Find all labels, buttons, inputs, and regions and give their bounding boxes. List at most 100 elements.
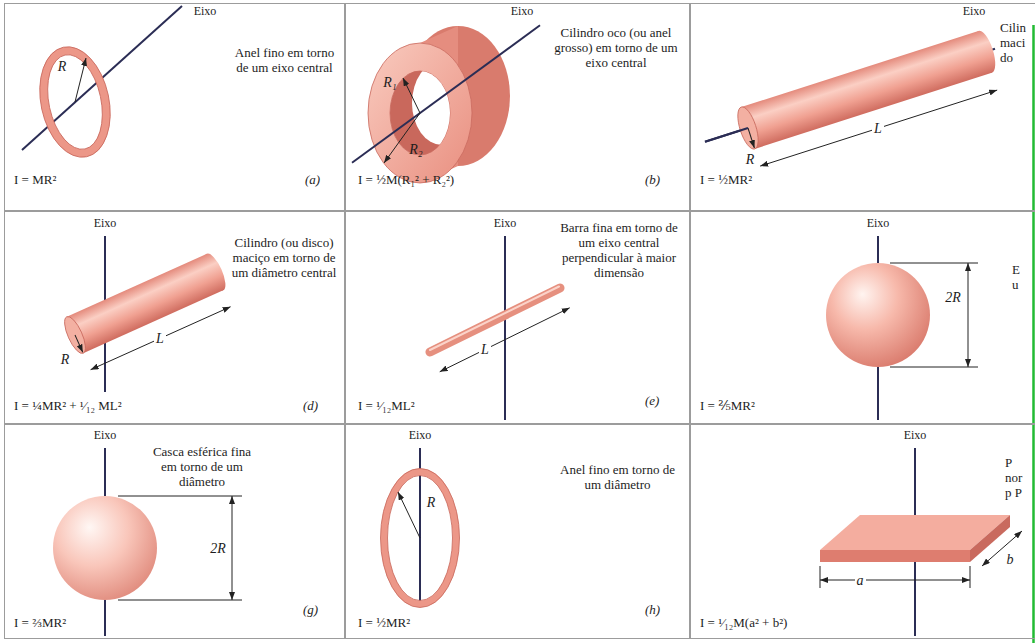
cut-description: P nor p P	[1005, 455, 1029, 500]
figure-letter: (g)	[303, 602, 318, 617]
figure-shape	[40, 50, 111, 155]
inertia-formula: I = ¹⁄₁₂M(a² + b²)	[700, 615, 787, 630]
figure-letter: (e)	[645, 393, 659, 408]
inertia-formula: I = ⅖MR²	[700, 398, 755, 413]
figure-shape	[748, 128, 754, 148]
dimension-label: R	[58, 59, 67, 74]
figure-letter: (b)	[645, 172, 660, 187]
figure-shape	[60, 314, 89, 356]
axis-label: Eixo	[94, 216, 117, 231]
dimension-label: L	[872, 121, 884, 136]
cut-description: Cilin maci do	[1000, 20, 1028, 65]
figure-shape	[820, 566, 821, 588]
dimension-label: b	[1007, 552, 1014, 567]
shape-description: Cilindro (ou disco) maciço em torno de u…	[228, 235, 340, 280]
figure-panel: Eixo E u I = ⅖MR²	[690, 211, 1035, 424]
figure-shape	[968, 263, 969, 367]
figure-shape	[67, 254, 223, 353]
dimension-label: a	[855, 573, 866, 588]
inertia-formula: I = MR²	[14, 172, 56, 187]
axis-label: Eixo	[511, 4, 534, 19]
figure-panel: EixoCilindro (ou disco) maciço em torno …	[4, 211, 345, 424]
dimension-label: 2R	[210, 541, 226, 556]
figure-shape	[388, 476, 453, 601]
thin-ring-figure	[22, 6, 182, 164]
figure-shape	[705, 128, 748, 142]
solid-sphere-figure	[826, 236, 978, 420]
axis-label: Eixo	[194, 4, 217, 19]
figure-panel: EixoAnel fino em torno de um diâmetroI =…	[345, 424, 690, 639]
figure-shape	[200, 251, 229, 293]
plate-figure	[820, 448, 1022, 636]
figure-shape	[53, 496, 157, 600]
figure-shape	[820, 580, 970, 581]
figure-shape	[384, 113, 420, 163]
shape-description: Anel fino em torno de um eixo central	[232, 45, 337, 75]
inertia-formula: I = ¹⁄₁₂ML²	[358, 398, 415, 413]
solid-cylinder-diameter-figure	[60, 236, 230, 392]
inertia-formula: I = ½MR²	[700, 172, 752, 187]
figure-shape	[430, 287, 559, 351]
inertia-formula: I = ½MR²	[358, 615, 410, 630]
figure-shape	[760, 90, 997, 166]
figure-shape	[826, 263, 930, 367]
figure-shape	[75, 58, 86, 102]
dimension-label: 2R	[945, 290, 961, 305]
dimension-label: R	[427, 495, 436, 510]
figure-panel: Eixo P nor p P I = ¹⁄₁₂M(a² + b²)	[690, 424, 1035, 639]
figure-shape	[890, 367, 978, 368]
figure-shape	[118, 600, 242, 601]
figure-panel: Eixo Barra fina em torno de um eixo centr…	[345, 211, 690, 424]
inertia-formula: I = ¼MR² + ¹⁄₁₂ ML²	[14, 398, 122, 413]
figure-letter: (a)	[305, 172, 320, 187]
figure-shape	[890, 263, 978, 264]
axis-label: Eixo	[494, 216, 517, 231]
axis-label: Eixo	[963, 4, 986, 19]
figure-shape	[352, 25, 540, 162]
figure-shape	[741, 31, 992, 149]
page-edge-strip	[1032, 25, 1035, 643]
hollow-cylinder-figure	[352, 25, 540, 183]
figure-shape	[75, 335, 83, 352]
figure-shape	[35, 45, 115, 159]
figure-panel: EixoCilindro oco (ou anel grosso) em tor…	[345, 3, 690, 211]
shape-description: Casca esférica fina em torno de um diâme…	[152, 444, 252, 489]
dimension-label: R₁	[383, 75, 396, 90]
figure-shape	[398, 492, 420, 538]
cut-description: E u	[1012, 262, 1026, 292]
figure-shape	[970, 515, 1010, 562]
figure-shape	[30, 40, 120, 164]
dimension-label: L	[479, 342, 491, 357]
figure-letter: (d)	[303, 398, 318, 413]
axis-label: Eixo	[867, 216, 890, 231]
shape-description: Barra fina em torno de um eixo central p…	[552, 220, 686, 280]
thin-rod-figure	[430, 236, 570, 420]
dimension-label: R	[746, 152, 755, 167]
figure-shape	[971, 28, 1000, 75]
ring-diameter-figure	[381, 448, 460, 608]
figure-shape	[970, 566, 971, 588]
inertia-formula: I = ⅔MR²	[14, 615, 66, 630]
figure-panel: EixoCilin maci do I = ½MR²	[690, 3, 1035, 211]
dimension-label: R	[61, 352, 70, 367]
figure-shape	[403, 78, 420, 113]
shape-description: Cilindro oco (ou anel grosso) em torno d…	[550, 25, 682, 70]
figure-shape	[504, 236, 506, 420]
inertia-formula: I = ½M(R₁² + R₂²)	[358, 172, 454, 187]
figure-shape	[412, 61, 472, 145]
figure-shape	[820, 550, 970, 562]
figure-shape	[232, 496, 233, 600]
figure-shape	[118, 496, 242, 497]
figure-shape	[440, 308, 570, 372]
figure-shape	[368, 43, 472, 183]
figure-panel: EixoAnel fino em torno de um eixo centra…	[4, 3, 345, 211]
figure-shape	[91, 307, 231, 370]
figure-letter: (h)	[645, 602, 660, 617]
shape-description: Anel fino em torno de um diâmetro	[555, 462, 680, 492]
figure-panel: EixoCasca esférica fina em torno de um d…	[4, 424, 345, 639]
axis-label: Eixo	[94, 428, 117, 443]
axis-label: Eixo	[904, 428, 927, 443]
